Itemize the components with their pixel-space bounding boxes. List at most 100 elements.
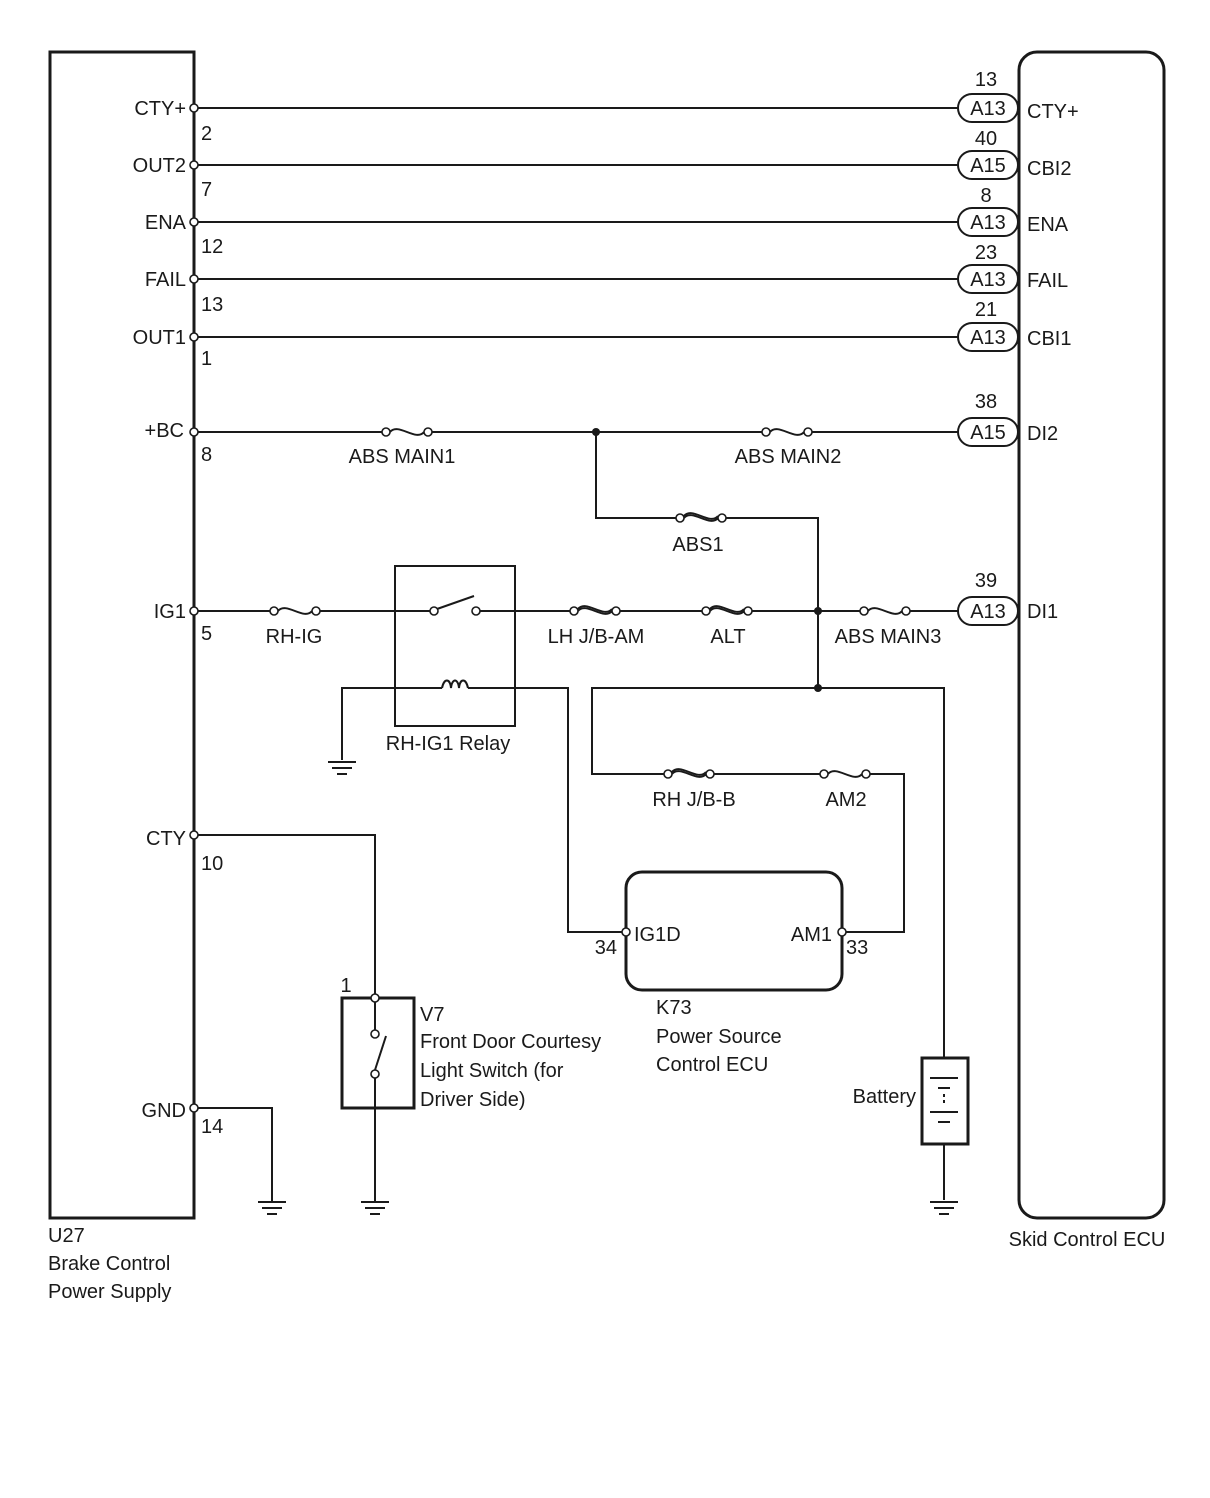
left-pin-label: +BC (145, 420, 184, 442)
ground-symbol (328, 761, 356, 775)
left-pin-number: 7 (201, 179, 212, 201)
fuse-abs-main2-label: ABS MAIN2 (735, 446, 842, 468)
ecu-code: K73 (656, 997, 692, 1019)
fuse-abs-main1-label: ABS MAIN1 (349, 446, 456, 468)
fuse-abs1 (675, 512, 727, 523)
ecu-name-line1: Power Source (656, 1026, 782, 1048)
connector-badge (957, 264, 1019, 294)
branch-abs1: ABS1 (595, 432, 819, 688)
switch-code: V7 (420, 1004, 444, 1026)
ground-symbol (258, 1201, 286, 1215)
left-pin-number: 5 (201, 623, 212, 645)
switch-pin-number: 1 (340, 975, 351, 997)
signal-line-fail: A13 FAIL 13 23 FAIL (145, 242, 1068, 316)
left-pin-number: 8 (201, 444, 212, 466)
connector-label: A15 (970, 155, 1006, 177)
battery-label: Battery (853, 1086, 916, 1108)
relay-switch-contact (429, 595, 481, 616)
right-pin-label: ENA (1027, 214, 1069, 236)
connector-label: A13 (970, 98, 1006, 120)
connector-badge (957, 417, 1019, 447)
right-pin-number: 13 (975, 69, 997, 91)
ig-line: A13 IG1 5 RH-IG LH J/B-AM ALT ABS MAIN3 … (154, 570, 1058, 648)
right-pin-number: 39 (975, 570, 997, 592)
ecu-pin-am1: AM1 (791, 924, 832, 946)
left-pin-label: GND (142, 1100, 186, 1122)
skid-control-ecu-label: Skid Control ECU (1009, 1229, 1166, 1251)
signal-line-out1: A13 OUT1 1 21 CBI1 (133, 299, 1072, 370)
signal-line-out2: A15 OUT2 7 40 CBI2 (133, 128, 1072, 201)
right-pin-label: DI2 (1027, 423, 1058, 445)
right-pin-label: CTY+ (1027, 101, 1079, 123)
battery: Battery (853, 1056, 970, 1200)
connector-label: A15 (970, 422, 1006, 444)
left-pin-label: ENA (145, 212, 187, 234)
fuse-abs-main3 (859, 606, 911, 616)
relay-label: RH-IG1 Relay (386, 733, 510, 755)
ecu-name-line2: Control ECU (656, 1054, 768, 1076)
front-door-courtesy-switch: 1 V7 Front Door Courtesy Light Switch (f… (340, 975, 601, 1202)
left-pin-label: CTY (146, 828, 186, 850)
fuse-abs-main3-label: ABS MAIN3 (835, 626, 942, 648)
switch-name-line2: Light Switch (for (420, 1060, 564, 1082)
connector-badge (957, 207, 1019, 237)
connector-label: A13 (970, 269, 1006, 291)
left-pin-label: FAIL (145, 269, 186, 291)
right-pin-label: FAIL (1027, 270, 1068, 292)
left-pin-number: 13 (201, 294, 223, 316)
right-pin-number: 23 (975, 242, 997, 264)
fuse-rh-jb-b-label: RH J/B-B (652, 789, 735, 811)
left-pin-label: CTY+ (134, 98, 186, 120)
left-pin-number: 12 (201, 236, 223, 258)
right-pin-number: 40 (975, 128, 997, 150)
cty-line: CTY 10 (146, 828, 376, 998)
ground-symbol (361, 1201, 389, 1215)
brake-supply-name-line2: Power Supply (48, 1281, 171, 1303)
left-pin-label: IG1 (154, 601, 186, 623)
connector-badge (957, 596, 1019, 626)
brake-supply-code: U27 (48, 1225, 85, 1247)
switch-name-line1: Front Door Courtesy (420, 1031, 601, 1053)
connector-badge (957, 93, 1019, 123)
ecu-pin-34: 34 (595, 937, 617, 959)
right-pin-label: CBI1 (1027, 328, 1071, 350)
connector-badge (957, 322, 1019, 352)
left-pin-number: 2 (201, 123, 212, 145)
left-pin-number: 10 (201, 853, 223, 875)
fuse-am2 (819, 769, 871, 779)
right-pin-number: 38 (975, 391, 997, 413)
fuse-alt (701, 605, 753, 616)
fuse-alt-label: ALT (710, 626, 745, 648)
ecu-pin-33: 33 (846, 937, 868, 959)
fuse-abs-main2 (761, 427, 813, 437)
fuse-rh-jb-b (663, 768, 715, 779)
right-pin-number: 8 (980, 185, 991, 207)
connector-label: A13 (970, 601, 1006, 623)
rh-ig1-relay: RH-IG1 Relay (386, 565, 516, 755)
connector-badge (957, 150, 1019, 180)
gnd-line: GND 14 (142, 1100, 273, 1202)
signal-line-cty-plus: A13 CTY+ 2 13 CTY+ (134, 69, 1078, 145)
relay-coil (441, 679, 469, 689)
right-pin-number: 21 (975, 299, 997, 321)
power-source-control-ecu: IG1D AM1 34 33 K73 Power Source Control … (595, 870, 868, 1076)
fuse-lh-jb-am-label: LH J/B-AM (548, 626, 645, 648)
connector-label: A13 (970, 327, 1006, 349)
left-pin-label: OUT1 (133, 327, 186, 349)
fuse-abs1-label: ABS1 (672, 534, 723, 556)
right-pin-label: CBI2 (1027, 158, 1071, 180)
fuse-am2-label: AM2 (825, 789, 866, 811)
fuse-rh-ig-label: RH-IG (266, 626, 323, 648)
switch-name-line3: Driver Side) (420, 1089, 526, 1111)
fuse-lh-jb-am (569, 605, 621, 616)
left-pin-label: OUT2 (133, 155, 186, 177)
skid-control-ecu-box (1017, 50, 1166, 1220)
signal-line-ena: A13 ENA 12 8 ENA (145, 185, 1069, 258)
am-line: RH J/B-B AM2 (591, 684, 945, 1058)
right-pin-label: DI1 (1027, 601, 1058, 623)
fuse-rh-ig (269, 606, 321, 616)
brake-supply-name-line1: Brake Control (48, 1253, 170, 1275)
ground-symbol (930, 1201, 958, 1215)
fuse-abs-main1 (381, 427, 433, 437)
